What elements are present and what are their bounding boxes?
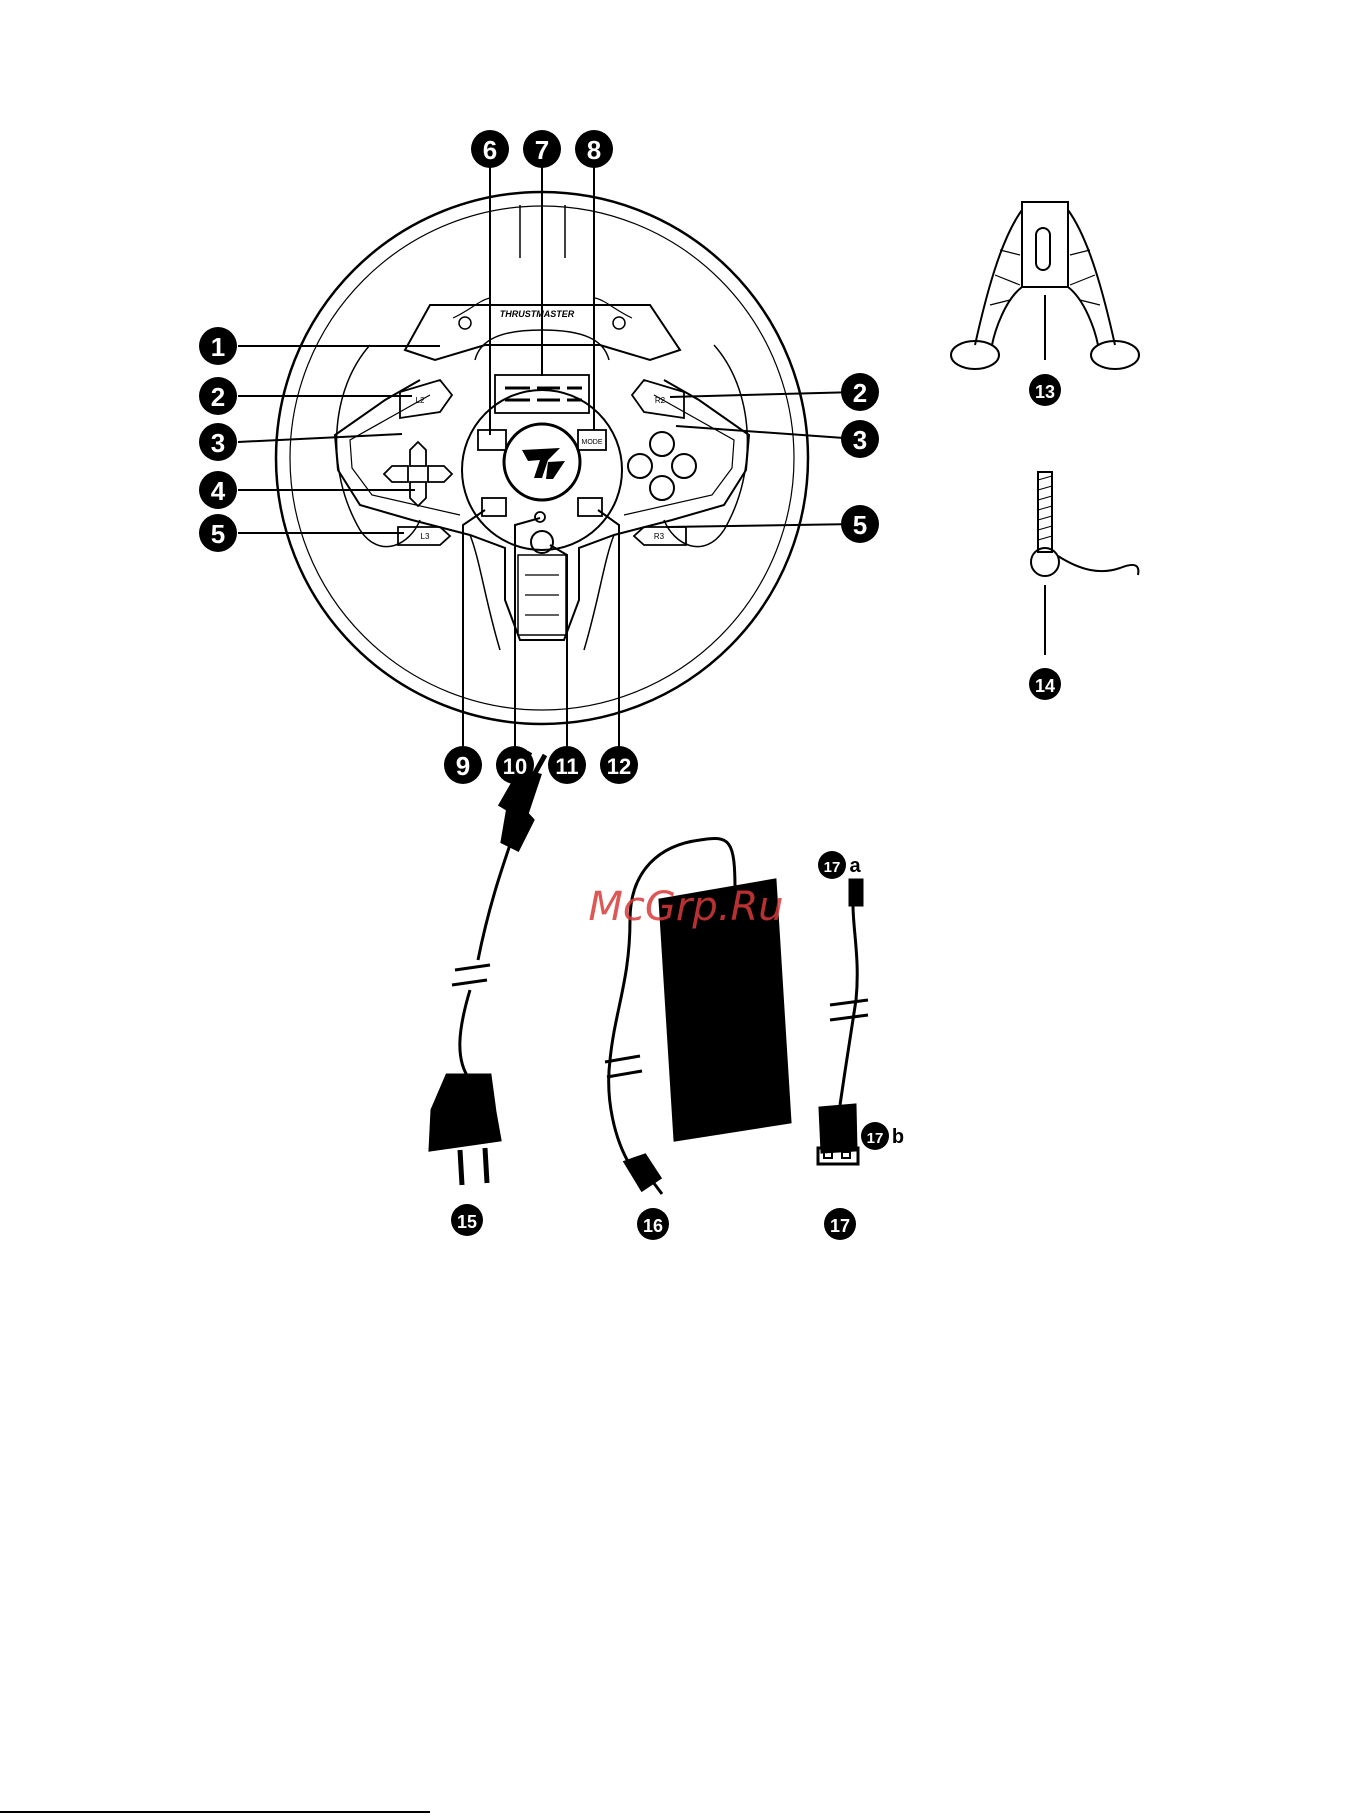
callout-13-number: 13 (1035, 382, 1055, 402)
power-cable (430, 752, 545, 1185)
callout-9-number: 9 (456, 751, 470, 781)
callout-12-number: 12 (607, 754, 631, 779)
callout-5-right-number: 5 (853, 510, 867, 540)
r2-button-label: R2 (655, 396, 666, 405)
callout-13: 13 (1029, 374, 1061, 406)
callout-5-right: 5 (841, 505, 879, 543)
callout-2-right: 2 (841, 373, 879, 411)
callout-3-right: 3 (841, 420, 879, 458)
callout-16-number: 16 (643, 1216, 663, 1236)
callout-11: 11 (548, 746, 586, 784)
callout-3-left: 3 (199, 423, 237, 461)
callout-10-number: 10 (503, 754, 527, 779)
callout-14: 14 (1029, 668, 1061, 700)
leader-lines (238, 167, 1045, 747)
wheel-brand-logo: THRUSTMASTER (500, 309, 575, 319)
callout-7: 7 (523, 130, 561, 168)
callout-2-left: 2 (199, 377, 237, 415)
callout-5-left-number: 5 (211, 519, 225, 549)
callout-3-right-number: 3 (853, 425, 867, 455)
clamp-bolt (1031, 472, 1138, 576)
callout-17a-suffix: a (849, 855, 861, 877)
callout-7-number: 7 (535, 135, 549, 165)
callout-9: 9 (444, 746, 482, 784)
callout-11-number: 11 (555, 754, 578, 779)
callout-17: 17 (824, 1208, 856, 1240)
callout-2-left-number: 2 (211, 382, 225, 412)
callout-4-number: 4 (211, 476, 226, 506)
callout-6: 6 (471, 130, 509, 168)
callout-17-number: 17 (830, 1216, 850, 1236)
face-buttons (628, 432, 696, 500)
callout-14-number: 14 (1035, 676, 1055, 696)
watermark: McGrp.Ru (588, 884, 783, 930)
callout-16: 16 (637, 1208, 669, 1240)
l3-button-label: L3 (421, 532, 430, 541)
callout-1: 1 (199, 327, 237, 365)
callout-6-number: 6 (483, 135, 497, 165)
callout-17b-number: 17 (867, 1130, 884, 1147)
callout-3-left-number: 3 (211, 428, 225, 458)
dpad (384, 442, 452, 506)
callout-17a-number: 17 (824, 859, 841, 876)
callout-15-number: 15 (457, 1212, 477, 1232)
usb-cable (818, 880, 868, 1164)
callout-4: 4 (199, 471, 237, 509)
callout-2-right-number: 2 (853, 378, 867, 408)
l2-button-label: L2 (416, 396, 425, 405)
callout-17b-suffix: b (892, 1126, 904, 1148)
callout-15: 15 (451, 1204, 483, 1236)
callout-1-number: 1 (211, 332, 225, 362)
callout-17b: 17 b (861, 1122, 904, 1150)
r3-button-label: R3 (654, 532, 665, 541)
callout-8: 8 (575, 130, 613, 168)
callout-10: 10 (496, 746, 534, 784)
callout-17a: 17 a (818, 851, 861, 879)
callout-8-number: 8 (587, 135, 601, 165)
mode-button-label: MODE (582, 439, 603, 446)
callout-5-left: 5 (199, 514, 237, 552)
callout-12: 12 (600, 746, 638, 784)
